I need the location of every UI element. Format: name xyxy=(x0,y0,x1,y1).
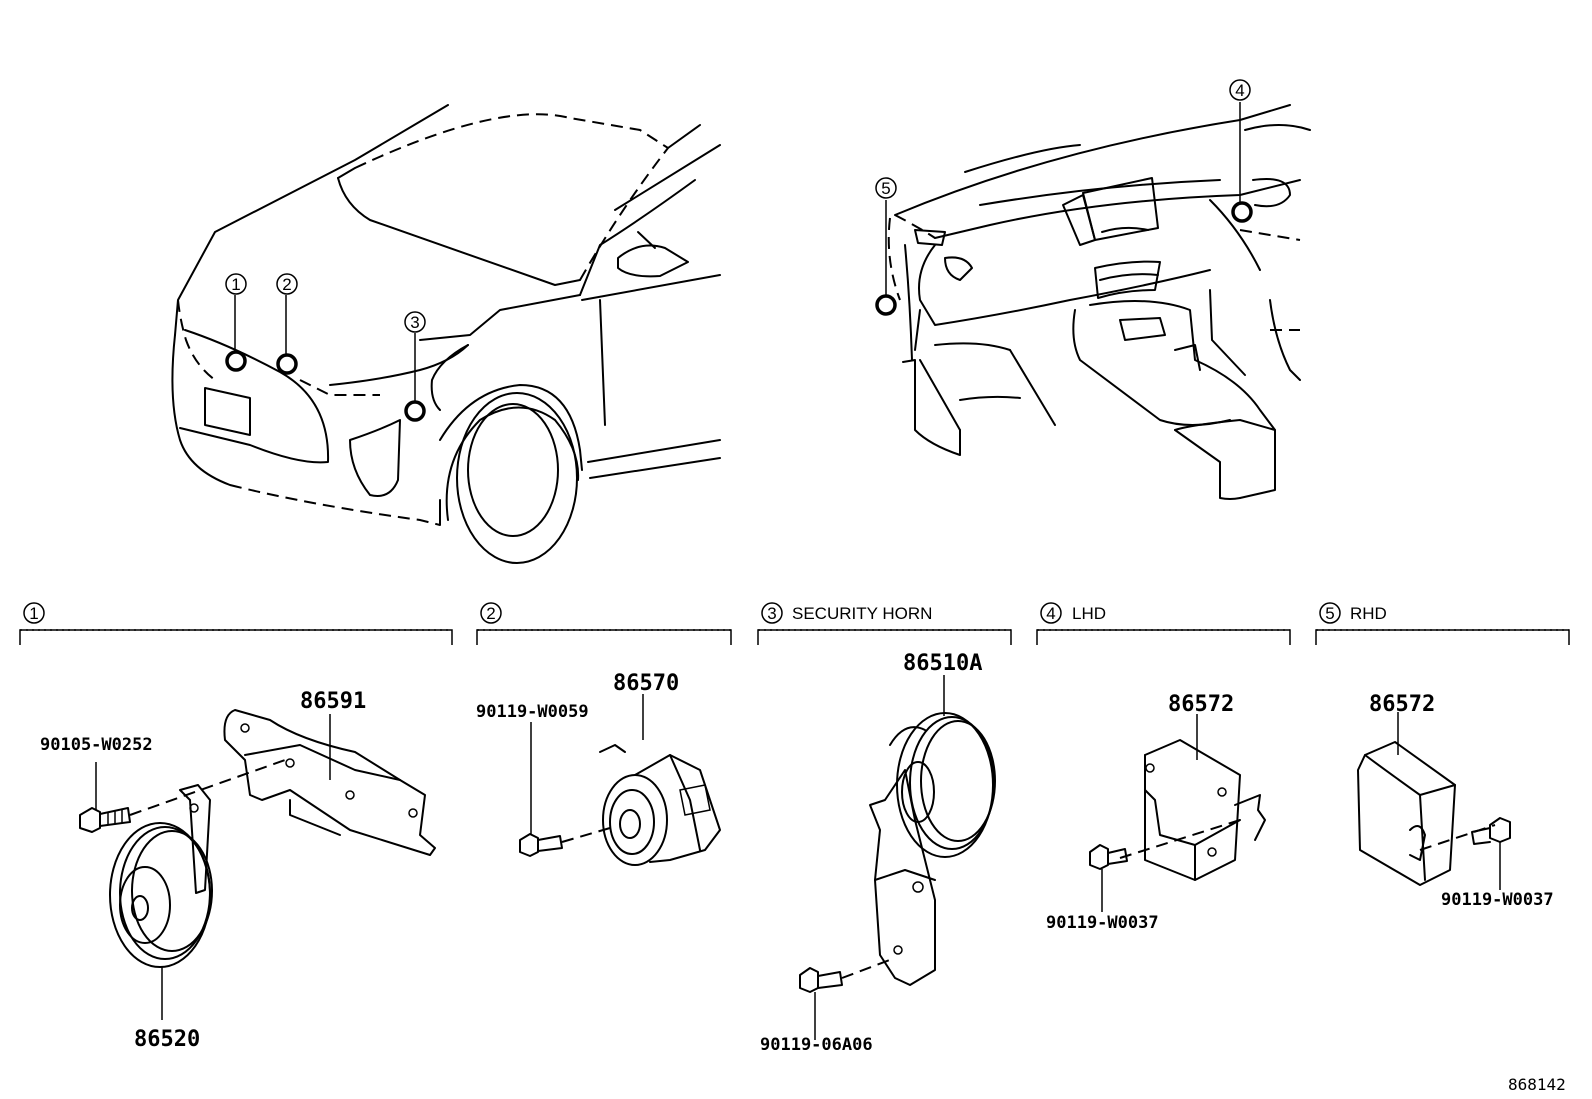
svg-text:3: 3 xyxy=(767,604,776,623)
control-module-icon xyxy=(1144,739,1266,881)
illustration-callouts: 1 2 3 4 5 xyxy=(225,79,1251,333)
svg-text:2: 2 xyxy=(282,275,291,294)
section-4-caption: LHD xyxy=(1072,604,1106,623)
callout-2: 2 xyxy=(276,273,298,295)
location-marker-3 xyxy=(404,400,426,422)
part-label-86572-rhd: 86572 xyxy=(1369,692,1435,717)
section-4-header: 4 LHD xyxy=(1036,602,1291,645)
horn-bracket-icon xyxy=(223,709,436,856)
section-5-header: 5 RHD xyxy=(1315,602,1570,645)
bolt-icon xyxy=(519,833,563,857)
security-horn-icon xyxy=(869,712,996,986)
part-label-86570: 86570 xyxy=(613,671,679,696)
part-label-90105-w0252: 90105-W0252 xyxy=(40,735,153,755)
bolt-icon xyxy=(79,807,131,833)
section-1-parts: 90105-W0252 86591 86520 xyxy=(40,689,436,1052)
section-5-caption: RHD xyxy=(1350,604,1387,623)
section-4-parts: 86572 90119-W0037 xyxy=(1046,692,1266,933)
bolt-icon xyxy=(1089,844,1128,870)
callout-1: 1 xyxy=(225,273,247,295)
bolt-icon xyxy=(1471,817,1511,845)
callout-3: 3 xyxy=(404,311,426,333)
part-label-90119-w0059: 90119-W0059 xyxy=(476,702,589,722)
control-module-icon xyxy=(1357,741,1456,886)
section-3-parts: 86510A 90119-06A06 xyxy=(760,651,996,1055)
location-marker-2 xyxy=(276,353,298,375)
section-2-header: 2 xyxy=(476,602,732,645)
part-label-90119-w0037-rhd: 90119-W0037 xyxy=(1441,890,1554,910)
part-label-90119-w0037-lhd: 90119-W0037 xyxy=(1046,913,1159,933)
section-headers: 1 2 3 SECURITY HORN 4 LHD xyxy=(19,602,1570,645)
section-5-parts: 86572 90119-W0037 xyxy=(1357,692,1554,910)
callout-5: 5 xyxy=(875,177,897,199)
dashboard-illustration xyxy=(885,102,1311,500)
horn-disc-icon xyxy=(109,784,213,968)
car-front-illustration xyxy=(171,104,721,564)
diagram-id: 868142 xyxy=(1508,1075,1566,1094)
part-label-86510a: 86510A xyxy=(903,651,982,676)
part-label-86591: 86591 xyxy=(300,689,366,714)
svg-text:3: 3 xyxy=(410,313,419,332)
svg-text:1: 1 xyxy=(29,604,38,623)
svg-text:2: 2 xyxy=(486,604,495,623)
location-marker-1 xyxy=(225,350,247,372)
bolt-icon xyxy=(799,967,843,993)
part-label-90119-06a06: 90119-06A06 xyxy=(760,1035,873,1055)
callout-4: 4 xyxy=(1229,79,1251,101)
location-marker-5 xyxy=(875,294,897,316)
location-marker-4 xyxy=(1231,201,1253,223)
svg-text:1: 1 xyxy=(231,275,240,294)
svg-text:5: 5 xyxy=(1325,604,1334,623)
svg-text:5: 5 xyxy=(881,179,890,198)
svg-text:4: 4 xyxy=(1046,604,1055,623)
section-2-parts: 90119-W0059 86570 xyxy=(476,671,721,866)
section-3-header: 3 SECURITY HORN xyxy=(757,602,1012,645)
part-label-86520: 86520 xyxy=(134,1027,200,1052)
section-1-header: 1 xyxy=(19,602,453,645)
part-label-86572-lhd: 86572 xyxy=(1168,692,1234,717)
location-markers xyxy=(225,201,1253,422)
section-3-caption: SECURITY HORN xyxy=(792,604,932,623)
svg-text:4: 4 xyxy=(1235,81,1244,100)
compact-horn-icon xyxy=(599,744,721,866)
